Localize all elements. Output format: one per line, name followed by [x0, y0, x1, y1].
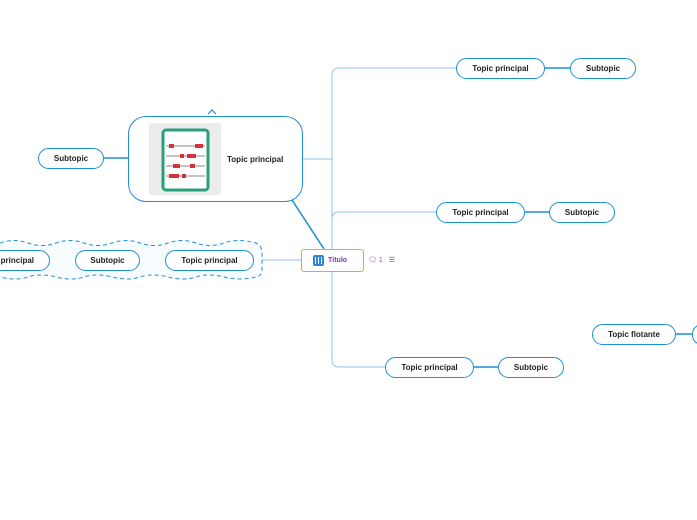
topic-label: Topic principal	[227, 155, 284, 164]
abacus-image	[149, 123, 221, 195]
topic-node[interactable]: Topic principal	[385, 357, 474, 378]
notes-icon: ☰	[388, 257, 396, 264]
connector-right-3	[331, 272, 385, 368]
subtopic-node[interactable]: Subtopic	[549, 202, 615, 223]
connector-big-card	[291, 199, 325, 250]
topic-card-with-image[interactable]: Topic principal	[128, 116, 303, 202]
topic-node-partial[interactable]: principal	[0, 250, 50, 271]
connector-trunk	[331, 67, 456, 249]
floating-topic-node[interactable]: Topic flotante	[592, 324, 676, 345]
collapse-arrow-icon[interactable]	[207, 109, 217, 115]
abacus-icon	[161, 128, 210, 192]
topic-node[interactable]: Topic principal	[436, 202, 525, 223]
central-topic[interactable]: Título	[301, 249, 364, 272]
topic-node[interactable]: Topic principal	[456, 58, 545, 79]
comment-count: 1	[378, 256, 383, 264]
comment-icon: 🗨	[368, 257, 377, 264]
subtopic-node[interactable]: Subtopic	[75, 250, 140, 271]
subtopic-node[interactable]: Subtopic	[38, 148, 104, 169]
central-label: Título	[328, 257, 348, 264]
comment-marker[interactable]: 🗨 1 ☰	[368, 256, 396, 265]
subtopic-node[interactable]: Subtopic	[570, 58, 636, 79]
connector-right-2	[331, 211, 436, 272]
subtopic-node[interactable]: Subtopic	[498, 357, 564, 378]
topic-node[interactable]: Topic principal	[165, 250, 254, 271]
map-icon	[313, 255, 324, 266]
